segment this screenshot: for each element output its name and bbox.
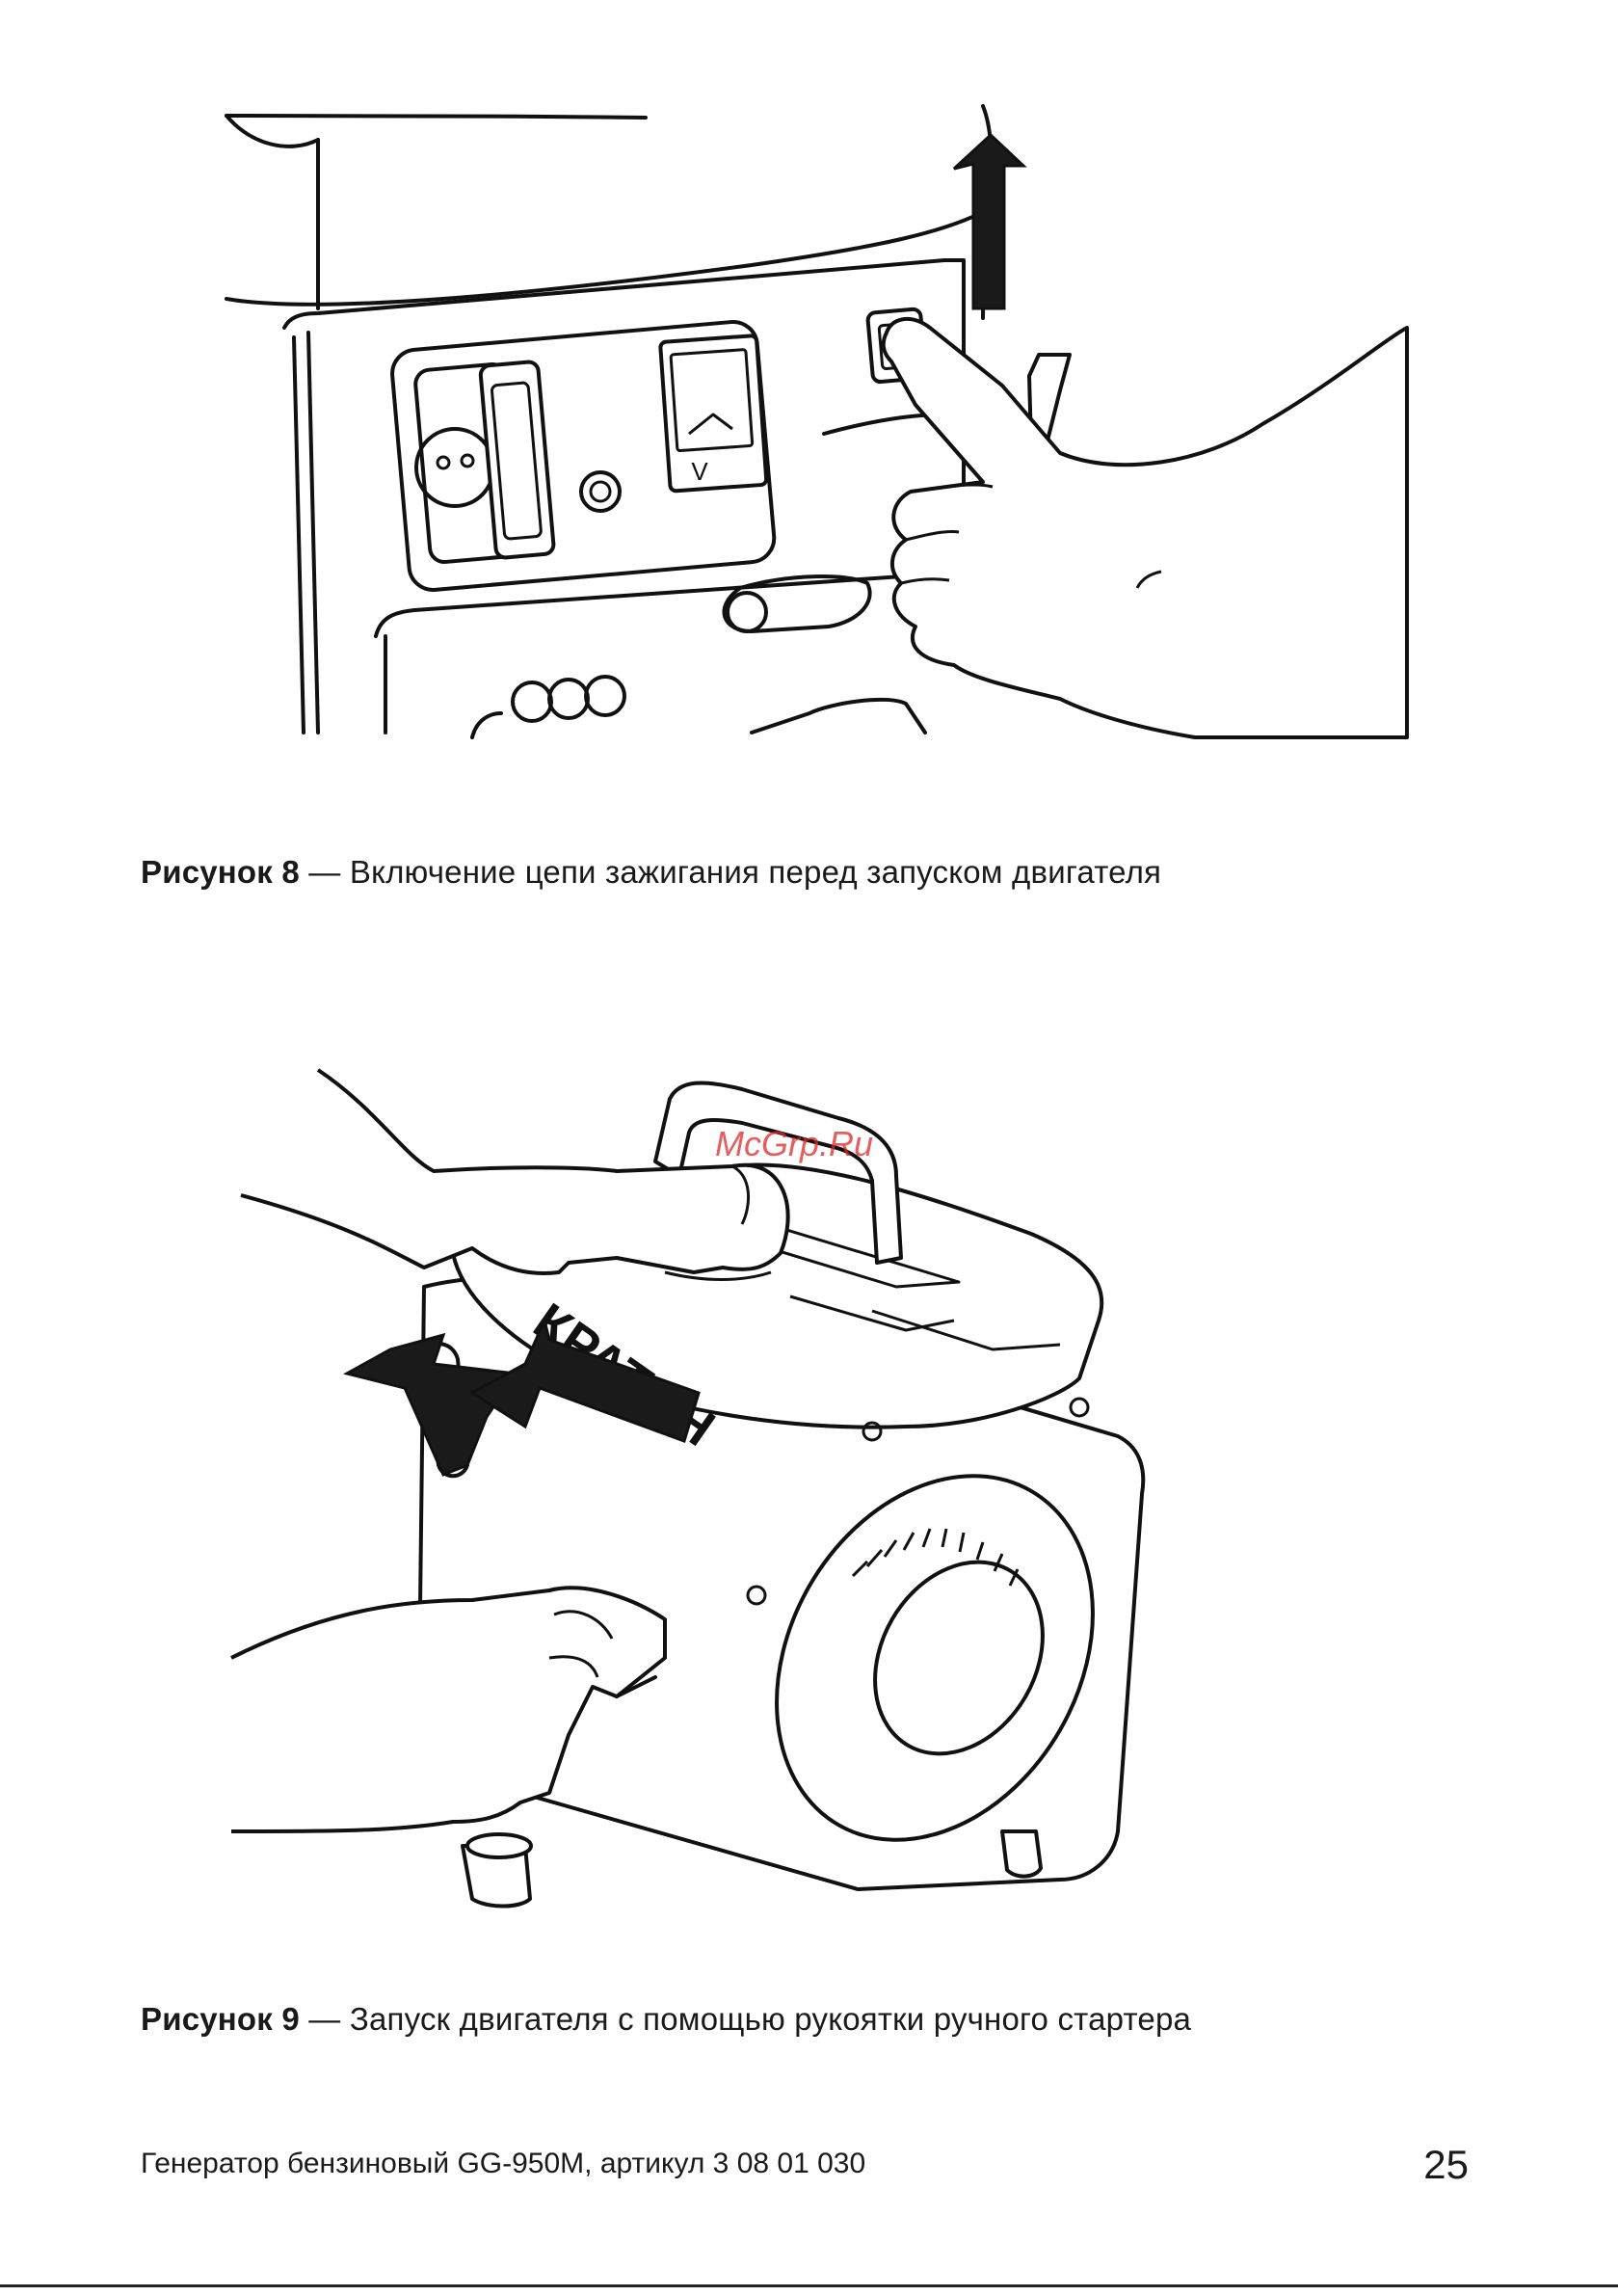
figure-8-caption-label: Рисунок 8 <box>141 854 300 890</box>
hand-pressing-switch <box>884 319 1407 737</box>
bottom-divider <box>0 2284 1618 2287</box>
figure-9-caption: Рисунок 9 — Запуск двигателя с помощью р… <box>141 2001 1191 2038</box>
figure-8-caption-text: — Включение цепи зажигания перед запуско… <box>300 854 1161 890</box>
figure-9-caption-text: — Запуск двигателя с помощью рукоятки ру… <box>300 2001 1191 2037</box>
figure-8-caption: Рисунок 8 — Включение цепи зажигания пер… <box>141 854 1161 891</box>
socket-outlet <box>414 361 554 563</box>
page-number: 25 <box>1423 2142 1469 2188</box>
voltmeter: V <box>660 335 767 492</box>
watermark: McGrp.Ru <box>715 1124 873 1164</box>
figure-9-illustration: КРАТОН <box>328 1060 1224 1966</box>
figure-8-illustration: V <box>212 96 1417 742</box>
voltmeter-label: V <box>691 457 708 486</box>
figure-9-caption-label: Рисунок 9 <box>141 2001 300 2037</box>
footer-product-info: Генератор бензиновый GG-950M, артикул 3 … <box>141 2148 865 2180</box>
